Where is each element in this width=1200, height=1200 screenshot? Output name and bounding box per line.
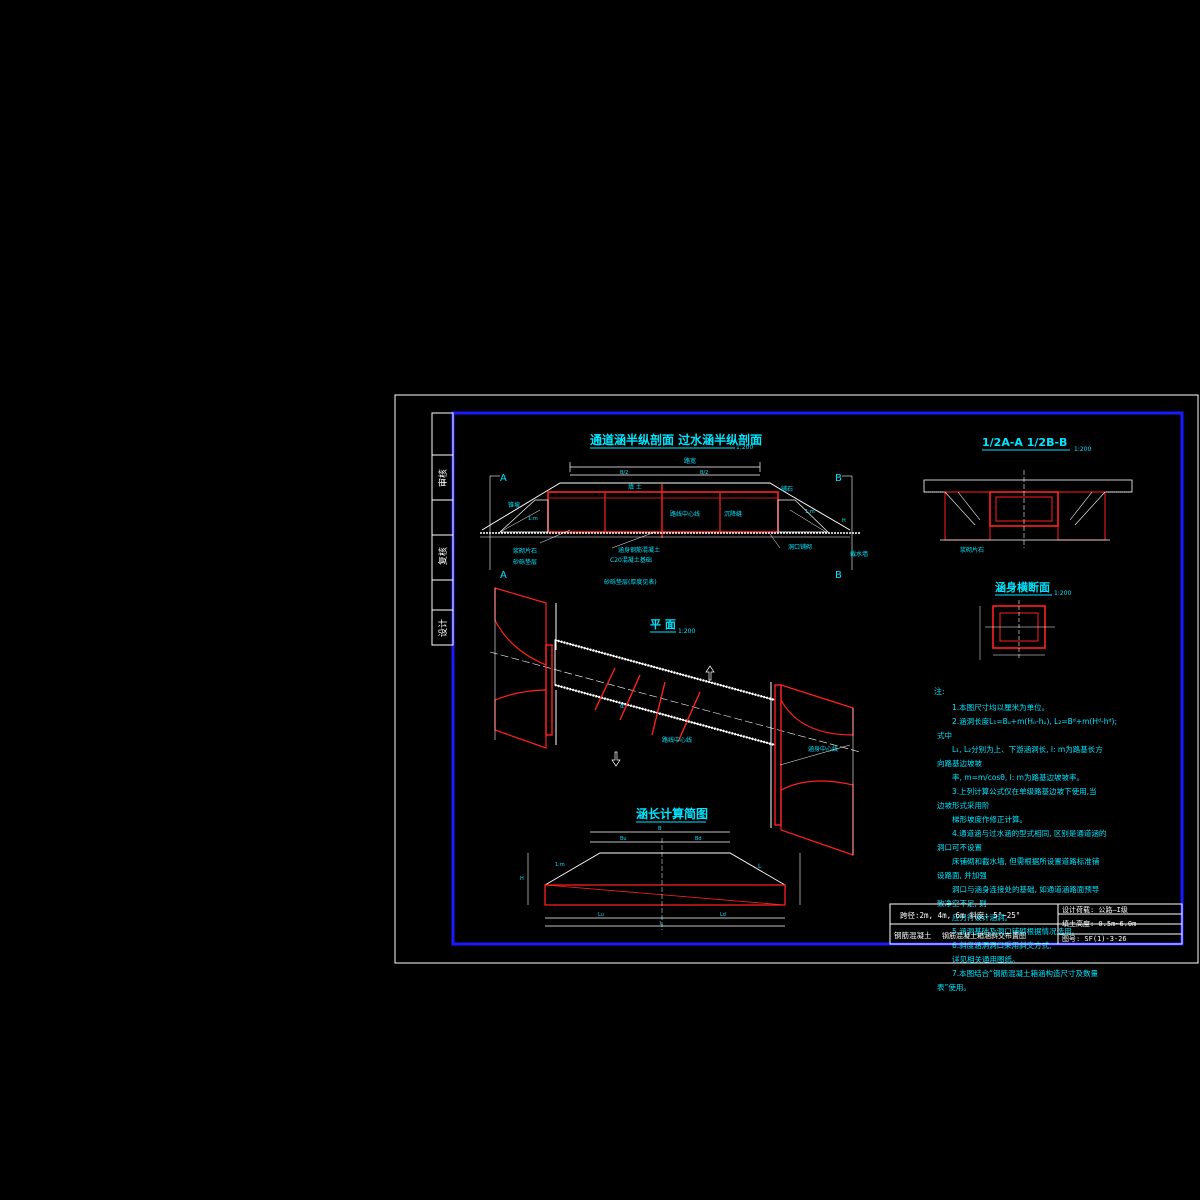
profile-title: 通道涵半纵剖面 过水涵半纵剖面 [590,432,762,447]
mid-note3: 砂砾垫层(厚度见表) [604,578,657,586]
roadbed-width-label: 路宽 [684,457,696,465]
calc-title: 涵长计算简图 [636,806,708,821]
note-line: 7.本图结合“钢筋混凝土箱涵构造尺寸及数量 [952,968,1099,978]
note-line: 梯形坡度作修正计算。 [952,814,1027,824]
plan-axis-label: 涵身中心线 [808,745,838,753]
section-scale: 1:200 [1074,446,1091,453]
note-line: 4.通道涵与过水涵的型式相同, 区别是通道涵的 [952,828,1106,838]
inner-border [451,411,1184,946]
pillow-label: 沉降缝 [724,510,742,518]
note-line: 边坡形式采用阶 [937,800,990,810]
title-drawing-no: 图号: SF(1)-3-26 [1062,935,1127,943]
note-line: 洞口可不设置 [937,842,982,852]
note-line: L₁, L₂分别为上、下游涵洞长, l: m为路基长方 [952,744,1103,754]
cross-view: 涵身横断面 1:200 [979,580,1071,660]
title-label: 钢筋混凝土 [894,930,932,940]
section-B-bottom: B [835,570,842,581]
plan-view: 平 面 1:200 路线中心线 涵身中心线 α [489,587,861,856]
calc-lc: L [758,863,762,870]
title-block: 跨径:2m, 4m, 6m 斜度: 5°~25° 钢筋混凝土 设计荷载: 公路—… [889,903,1183,945]
stamp-check: 复核 [437,547,449,565]
left-note: 锥坡 [508,501,520,509]
half-right-label: B/2 [700,470,708,476]
mid-note2: C20混凝土基础 [610,556,652,564]
note-line: 5.涵洞基础及洞口铺砌根据情况选用。 [952,926,1079,936]
notes: 注: 1.本图尺寸均以厘米为单位。 2.涵洞长度L₁=Bᵤ+m(Hᵤ-hᵤ), … [934,686,1117,992]
title-fill: 填土高度: 0.5m~6.0m [1062,919,1136,928]
outer-frame [394,394,1199,964]
note-line: 2.涵洞长度L₁=Bᵤ+m(Hᵤ-hᵤ), L₂=Bᵈ+m(Hᵈ-hᵈ); [952,716,1117,726]
section-title: 1/2A-A 1/2B-B [982,436,1067,449]
calc-L: L [660,921,663,927]
note-line: 6.斜度涵洞洞口采用斜交方式, [952,940,1052,950]
note-line: 1.本图尺寸均以厘米为单位。 [952,702,1049,712]
slope-right-label: 1:m [805,509,815,515]
title-spec: 跨径:2m, 4m, 6m 斜度: 5°~25° [900,910,1020,920]
side-stamp: 审核 复核 设计 [431,412,454,646]
note-line: 率, m=m/cosθ, l: m为路基边坡坡率。 [952,772,1084,782]
calc-Ld: Ld [720,912,726,918]
calc-Bu: Bu [620,836,627,842]
section-A-bottom: A [500,570,507,581]
base-note1: 浆砌片石 [513,547,537,555]
plan-title: 平 面 [650,618,676,631]
half-left-label: B/2 [620,470,628,476]
section-B-top: B [835,473,842,484]
notes-head: 注: [934,686,945,696]
plan-alpha-label: α [620,703,624,710]
center-label: 路线中心线 [670,510,700,518]
cross-scale: 1:200 [1054,590,1071,597]
note-line: 式中 [937,730,952,740]
stamp-design: 设计 [437,619,449,637]
slope-left-label: 1:m [528,516,538,522]
note-line: 床铺砌和截水墙, 但需根据所设置道路标准铺 [952,856,1100,866]
mid-note1: 涵身钢筋混凝土 [618,546,660,554]
plan-culvert-strip [554,639,776,746]
note-line: 洞口与涵身连接处的基础, 如通道涵路面预导 [952,884,1100,894]
cross-title: 涵身横断面 [995,580,1050,594]
right-base-note: 洞口铺砌 [788,543,812,551]
note-line: 表”使用。 [937,982,971,992]
note-line: 3.上列计算公式仅在单级路基边坡下使用,当 [952,786,1097,796]
note-line: 应另行设计涵洞。 [952,912,1012,922]
profile-scale: 1:200 [736,444,753,451]
note-line: 详见相关通用图纸。 [952,954,1020,964]
plan-scale: 1:200 [678,628,695,635]
calc-Bd: Bd [695,836,702,842]
note-line: 向路基边坡坡 [937,758,982,768]
title-std: 设计荷载: 公路—I级 [1062,905,1128,914]
section-A-top: A [500,473,507,484]
water-level-label: H [842,518,846,524]
calc-view: 涵长计算简图 B Bu Bd Lu Ld L 1:m L H [520,806,801,930]
note-line: 致净空不足, 则 [937,898,987,908]
section-note: 浆砌片石 [960,546,984,554]
stamp-review: 审核 [437,469,449,487]
plan-center-label: 路线中心线 [662,736,692,744]
calc-Lu: Lu [598,912,604,918]
section-view: 1/2A-A 1/2B-B 1:200 浆砌片石 [923,436,1133,554]
title-name: 钢筋混凝土箱涵斜交布置图 [942,931,1026,940]
calc-B: B [658,826,662,832]
fill-label: 填 土 [628,483,642,491]
calc-Hf: H [520,876,524,882]
right-end-note: 截水墙 [850,550,868,558]
note-line: 设路面, 并加强 [937,870,987,880]
right-note: 铺石 [781,485,793,493]
base-note2: 砂砾垫层 [513,558,537,566]
calc-slope: 1:m [555,862,565,868]
profile-view: 通道涵半纵剖面 过水涵半纵剖面 1:200 路宽 B/2 B/2 A B A B [480,432,868,586]
